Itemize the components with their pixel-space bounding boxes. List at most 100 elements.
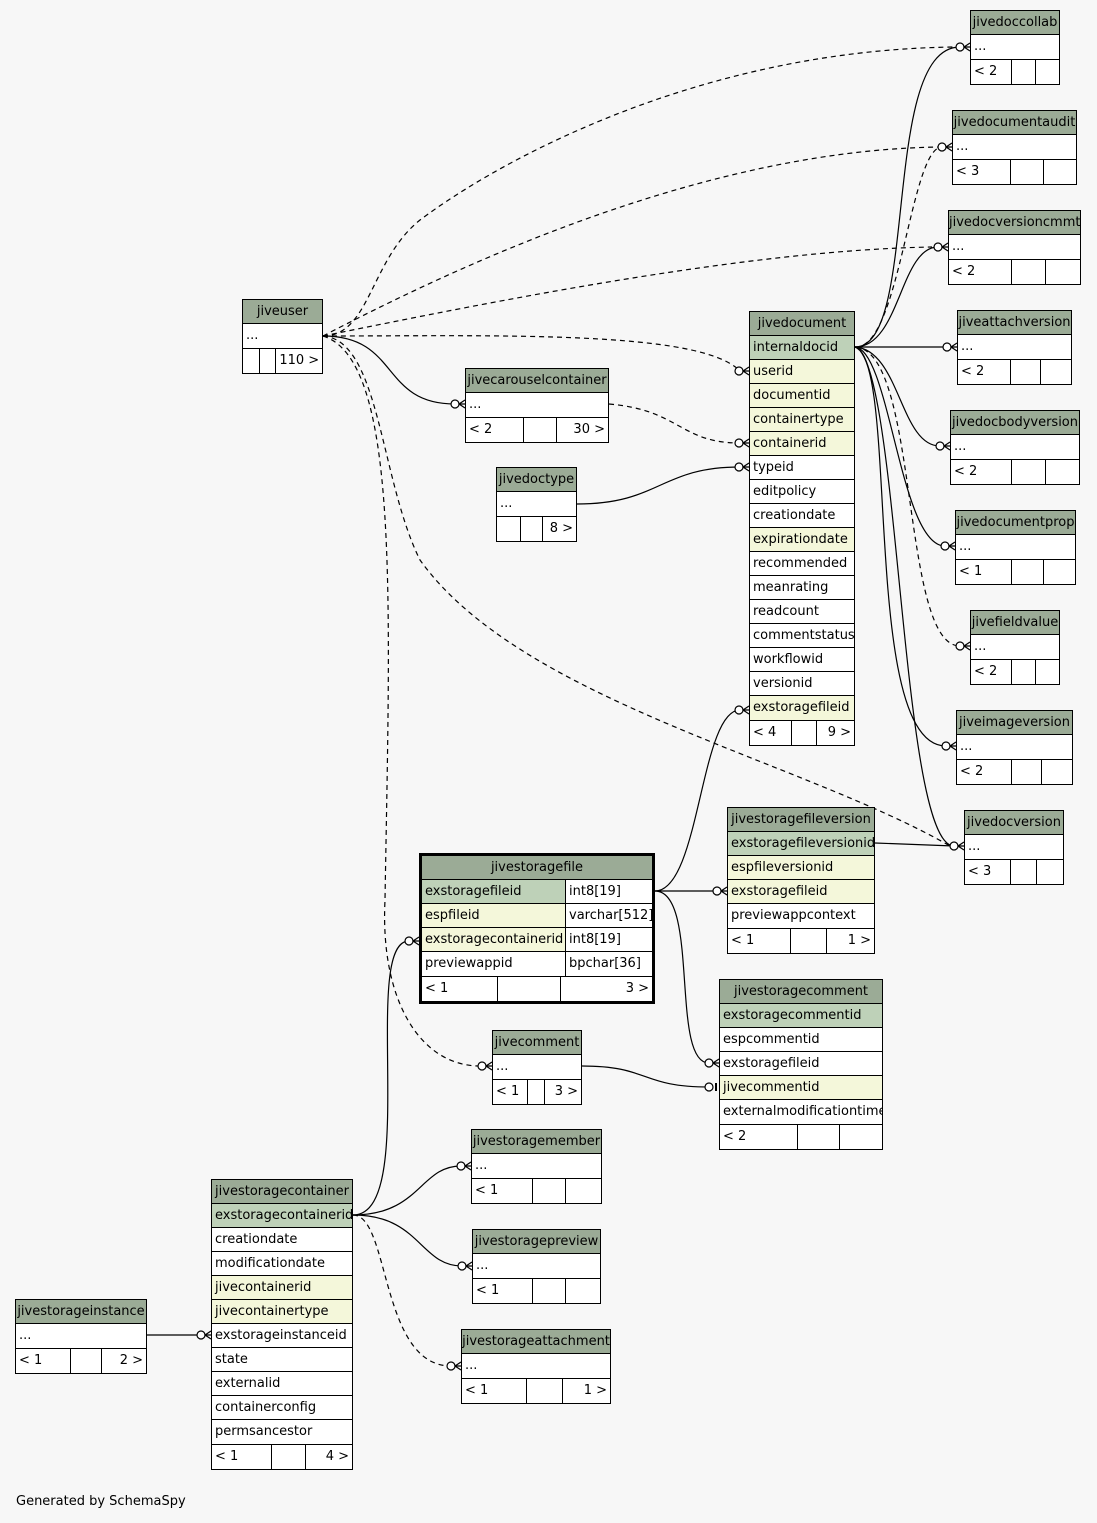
column-row[interactable]: ... [956,535,1075,559]
table-jiveattachversion[interactable]: jiveattachversion...< 2 [957,310,1072,385]
parent-count[interactable]: < 3 [965,860,1011,884]
child-count[interactable] [1044,160,1076,184]
column-row[interactable]: previewappcontext [728,904,874,928]
parent-count[interactable] [497,517,522,541]
parent-count[interactable] [243,349,260,373]
parent-count[interactable]: < 1 [493,1080,529,1104]
column-row[interactable]: espcommentid [720,1028,882,1052]
column-row[interactable]: ... [466,393,608,417]
parent-count[interactable]: < 1 [16,1349,72,1373]
child-count[interactable]: 8 > [549,521,573,536]
child-count[interactable]: 3 > [625,981,649,996]
column-row[interactable]: exstoragecommentid [720,1004,882,1028]
table-jivestoragepreview[interactable]: jivestoragepreview...< 1 [472,1229,601,1304]
child-count[interactable] [1044,560,1075,584]
table-header[interactable]: jivestoragefileversion [728,808,874,832]
column-row[interactable]: containertype [750,408,854,432]
child-count[interactable]: 4 > [325,1449,349,1464]
column-row[interactable]: commentstatus [750,624,854,648]
child-count[interactable] [1042,760,1072,784]
column-row[interactable]: ... [243,324,322,348]
child-count[interactable] [1046,260,1080,284]
parent-count[interactable]: < 1 [422,977,499,1001]
column-row[interactable]: ... [965,835,1063,859]
child-count[interactable] [1046,460,1079,484]
table-header[interactable]: jivedocument [750,312,854,336]
child-count[interactable] [1041,360,1071,384]
parent-count[interactable]: < 1 [462,1379,528,1403]
column-row[interactable]: modificationdate [212,1252,352,1276]
child-count[interactable]: 9 > [827,725,851,740]
parent-count[interactable]: < 2 [958,360,1012,384]
child-count[interactable] [840,1125,882,1149]
child-count[interactable] [1036,60,1059,84]
column-row[interactable]: ... [497,492,576,516]
table-header[interactable]: jivestoragecontainer [212,1180,352,1204]
column-row[interactable]: ... [971,635,1059,659]
parent-count[interactable]: < 3 [953,160,1012,184]
child-count[interactable] [1037,860,1063,884]
child-count[interactable]: 110 > [279,353,320,368]
table-header[interactable]: jivedoccollab [971,11,1059,35]
column-row[interactable]: ... [472,1154,601,1178]
column-row[interactable]: versionid [750,672,854,696]
column-row[interactable]: ... [16,1324,146,1348]
table-header[interactable]: jivestoragemember [472,1130,601,1154]
child-count[interactable] [566,1179,601,1203]
column-row[interactable]: internaldocid [750,336,854,360]
parent-count[interactable]: < 2 [949,260,1012,284]
child-count[interactable]: 2 > [119,1353,143,1368]
column-row[interactable]: containerid [750,432,854,456]
parent-count[interactable]: < 1 [212,1445,273,1469]
parent-count[interactable]: < 1 [473,1279,534,1303]
table-jivedocbodyversion[interactable]: jivedocbodyversion...< 2 [950,410,1080,485]
column-row[interactable]: externalid [212,1372,352,1396]
column-row[interactable]: creationdate [212,1228,352,1252]
column-row[interactable]: jivecommentid [720,1076,882,1100]
table-jivedocversion[interactable]: jivedocversion...< 3 [964,810,1064,885]
table-header[interactable]: jivedocbodyversion [951,411,1079,435]
table-jivedoccollab[interactable]: jivedoccollab...< 2 [970,10,1060,85]
table-header[interactable]: jiveattachversion [958,311,1071,335]
column-row[interactable]: permsancestor [212,1420,352,1444]
column-row[interactable]: readcount [750,600,854,624]
parent-count[interactable]: < 2 [971,660,1012,684]
table-header[interactable]: jivedocversion [965,811,1063,835]
table-header[interactable]: jivestorageattachment [462,1330,610,1354]
table-jivedocumentprop[interactable]: jivedocumentprop...< 1 [955,510,1076,585]
child-count[interactable]: 3 > [554,1084,578,1099]
table-header[interactable]: jivedoctype [497,468,576,492]
column-row[interactable]: espfileversionid [728,856,874,880]
column-row[interactable]: containerconfig [212,1396,352,1420]
table-jiveimageversion[interactable]: jiveimageversion...< 2 [956,710,1073,785]
table-jivefieldvalue[interactable]: jivefieldvalue...< 2 [970,610,1060,685]
table-jivedocumentaudit[interactable]: jivedocumentaudit...< 3 [952,110,1077,185]
column-row[interactable]: ... [957,735,1072,759]
column-row[interactable]: exstorageinstanceid [212,1324,352,1348]
column-row[interactable]: ... [949,235,1080,259]
table-header[interactable]: jivedocversioncmmt [949,211,1080,235]
parent-count[interactable]: < 2 [971,60,1012,84]
column-row[interactable]: userid [750,360,854,384]
column-row[interactable]: exstoragefileid [728,880,874,904]
table-header[interactable]: jivedocumentprop [956,511,1075,535]
column-row[interactable]: externalmodificationtime [720,1100,882,1124]
column-row[interactable]: meanrating [750,576,854,600]
column-row[interactable]: typeid [750,456,854,480]
table-header[interactable]: jivestorageinstance [16,1300,146,1324]
table-jivedoctype[interactable]: jivedoctype... 8 > [496,467,577,542]
parent-count[interactable]: < 2 [466,418,525,442]
table-header[interactable]: jivecomment [493,1031,581,1055]
table-header[interactable]: jivecarouselcontainer [466,369,608,393]
child-count[interactable]: 30 > [573,422,605,437]
column-row[interactable]: documentid [750,384,854,408]
table-header[interactable]: jiveimageversion [957,711,1072,735]
